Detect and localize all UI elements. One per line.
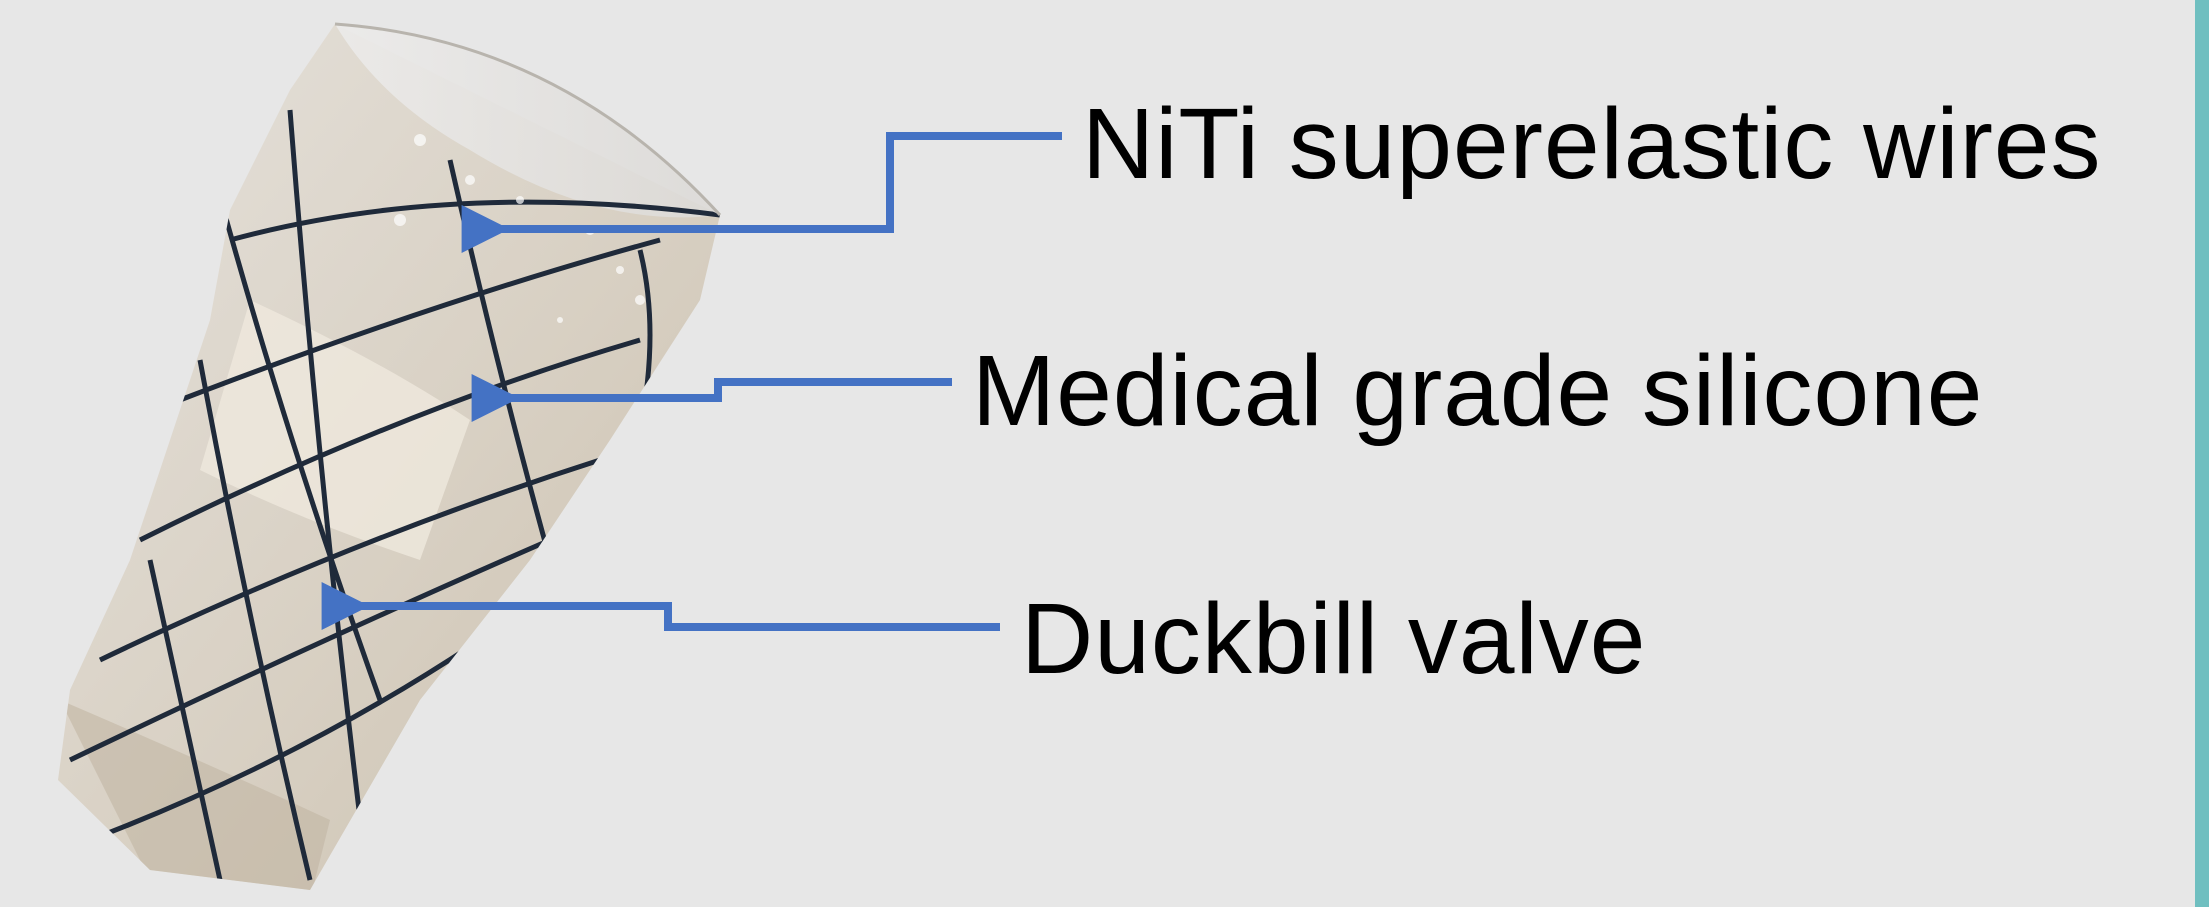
label-medical-silicone: Medical grade silicone xyxy=(972,335,1984,447)
stent-opening xyxy=(335,24,720,218)
arrow-valve xyxy=(321,582,1000,631)
label-niti-wires: NiTi superelastic wires xyxy=(1082,88,2102,200)
arrow-silicone xyxy=(471,374,952,422)
callout-arrows xyxy=(321,132,1062,631)
stent-photo xyxy=(58,22,722,890)
lower-shadow xyxy=(60,700,330,890)
stent-rim xyxy=(334,22,722,217)
arrow-niti xyxy=(461,132,1062,253)
accent-bar xyxy=(2195,0,2209,907)
label-duckbill-valve: Duckbill valve xyxy=(1021,583,1647,695)
